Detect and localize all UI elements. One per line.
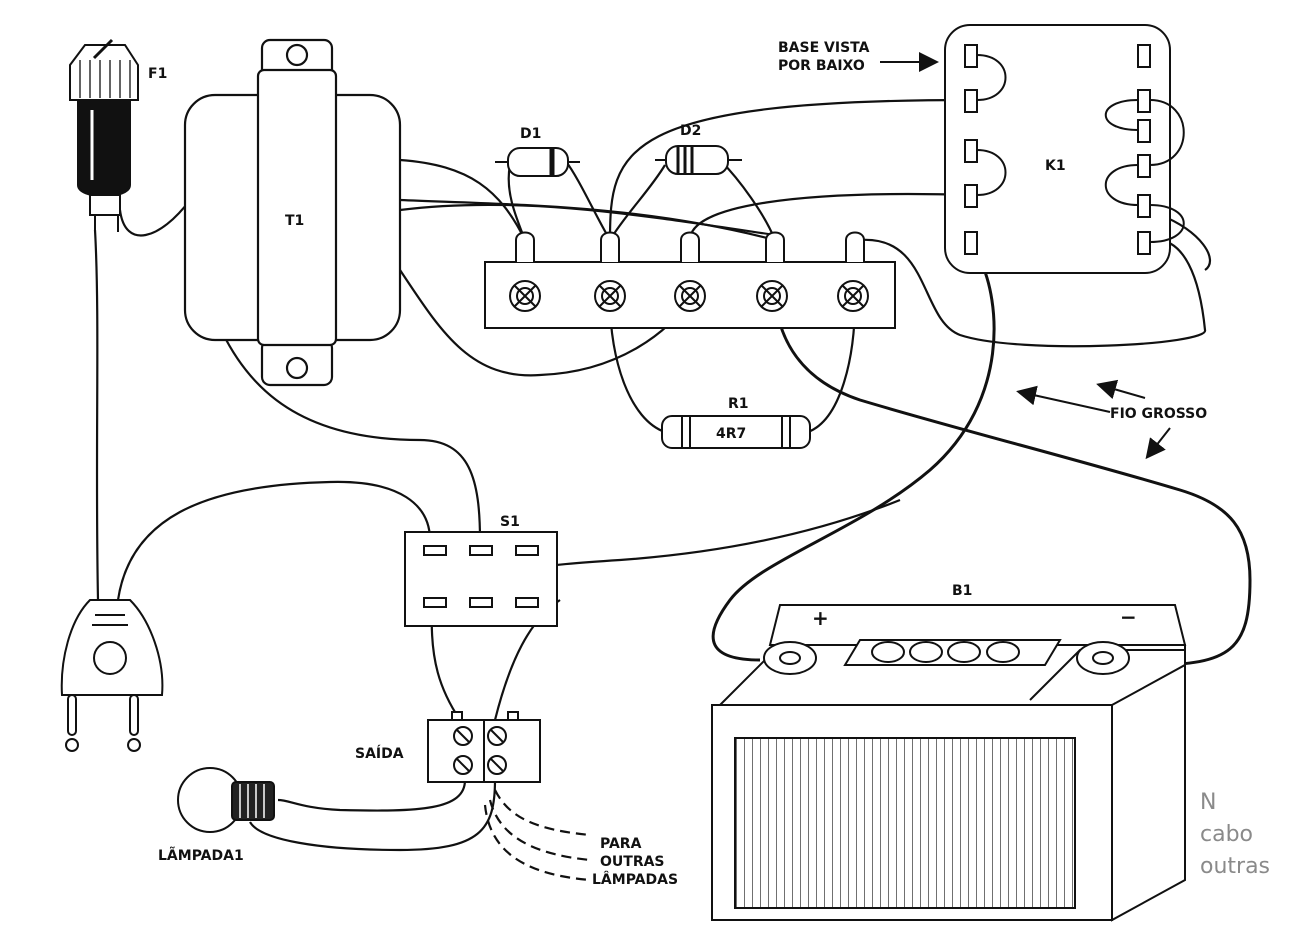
relay-label: K1 [1045,158,1066,174]
transformer [183,38,402,387]
fuse-holder [69,38,139,232]
battery-minus-label: − [1120,605,1137,629]
switch-label: S1 [500,514,520,530]
background-text-fragment: outras [1200,854,1271,879]
thick-wire-arrows [1016,379,1171,460]
switch-s1 [404,531,558,627]
transformer-label: T1 [285,213,304,229]
diode-d2 [655,145,742,175]
resistor [661,415,811,449]
output-terminal-block [427,711,541,783]
diode1-label: D1 [520,126,541,142]
battery-plus-label: + [812,606,829,630]
output-label: SAÍDA [355,745,404,762]
other-lamps-label-line1: PARA [600,836,642,852]
resistor-label: R1 [728,396,749,412]
lamp-bulb [177,767,275,833]
base-view-label-line1: BASE VISTA [778,40,870,56]
battery [711,604,1187,922]
terminal-strip [484,231,896,329]
power-plug [60,599,164,752]
fuse-label: F1 [148,66,167,82]
lamp-label: LÃMPADA1 [158,847,244,864]
diode-d1 [495,147,580,177]
diode2-label: D2 [680,123,701,139]
thick-wire-label: FIO GROSSO [1110,406,1207,422]
background-text-fragment: N [1200,790,1217,815]
base-view-label-line2: POR BAIXO [778,58,865,74]
resistor-value: 4R7 [716,426,746,442]
relay-base [944,24,1185,274]
battery-label: B1 [952,583,972,599]
background-text-fragment: cabo [1200,822,1254,847]
other-lamps-label-line2: OUTRAS [600,854,665,870]
other-lamps-label-line3: LÂMPADAS [592,871,678,888]
